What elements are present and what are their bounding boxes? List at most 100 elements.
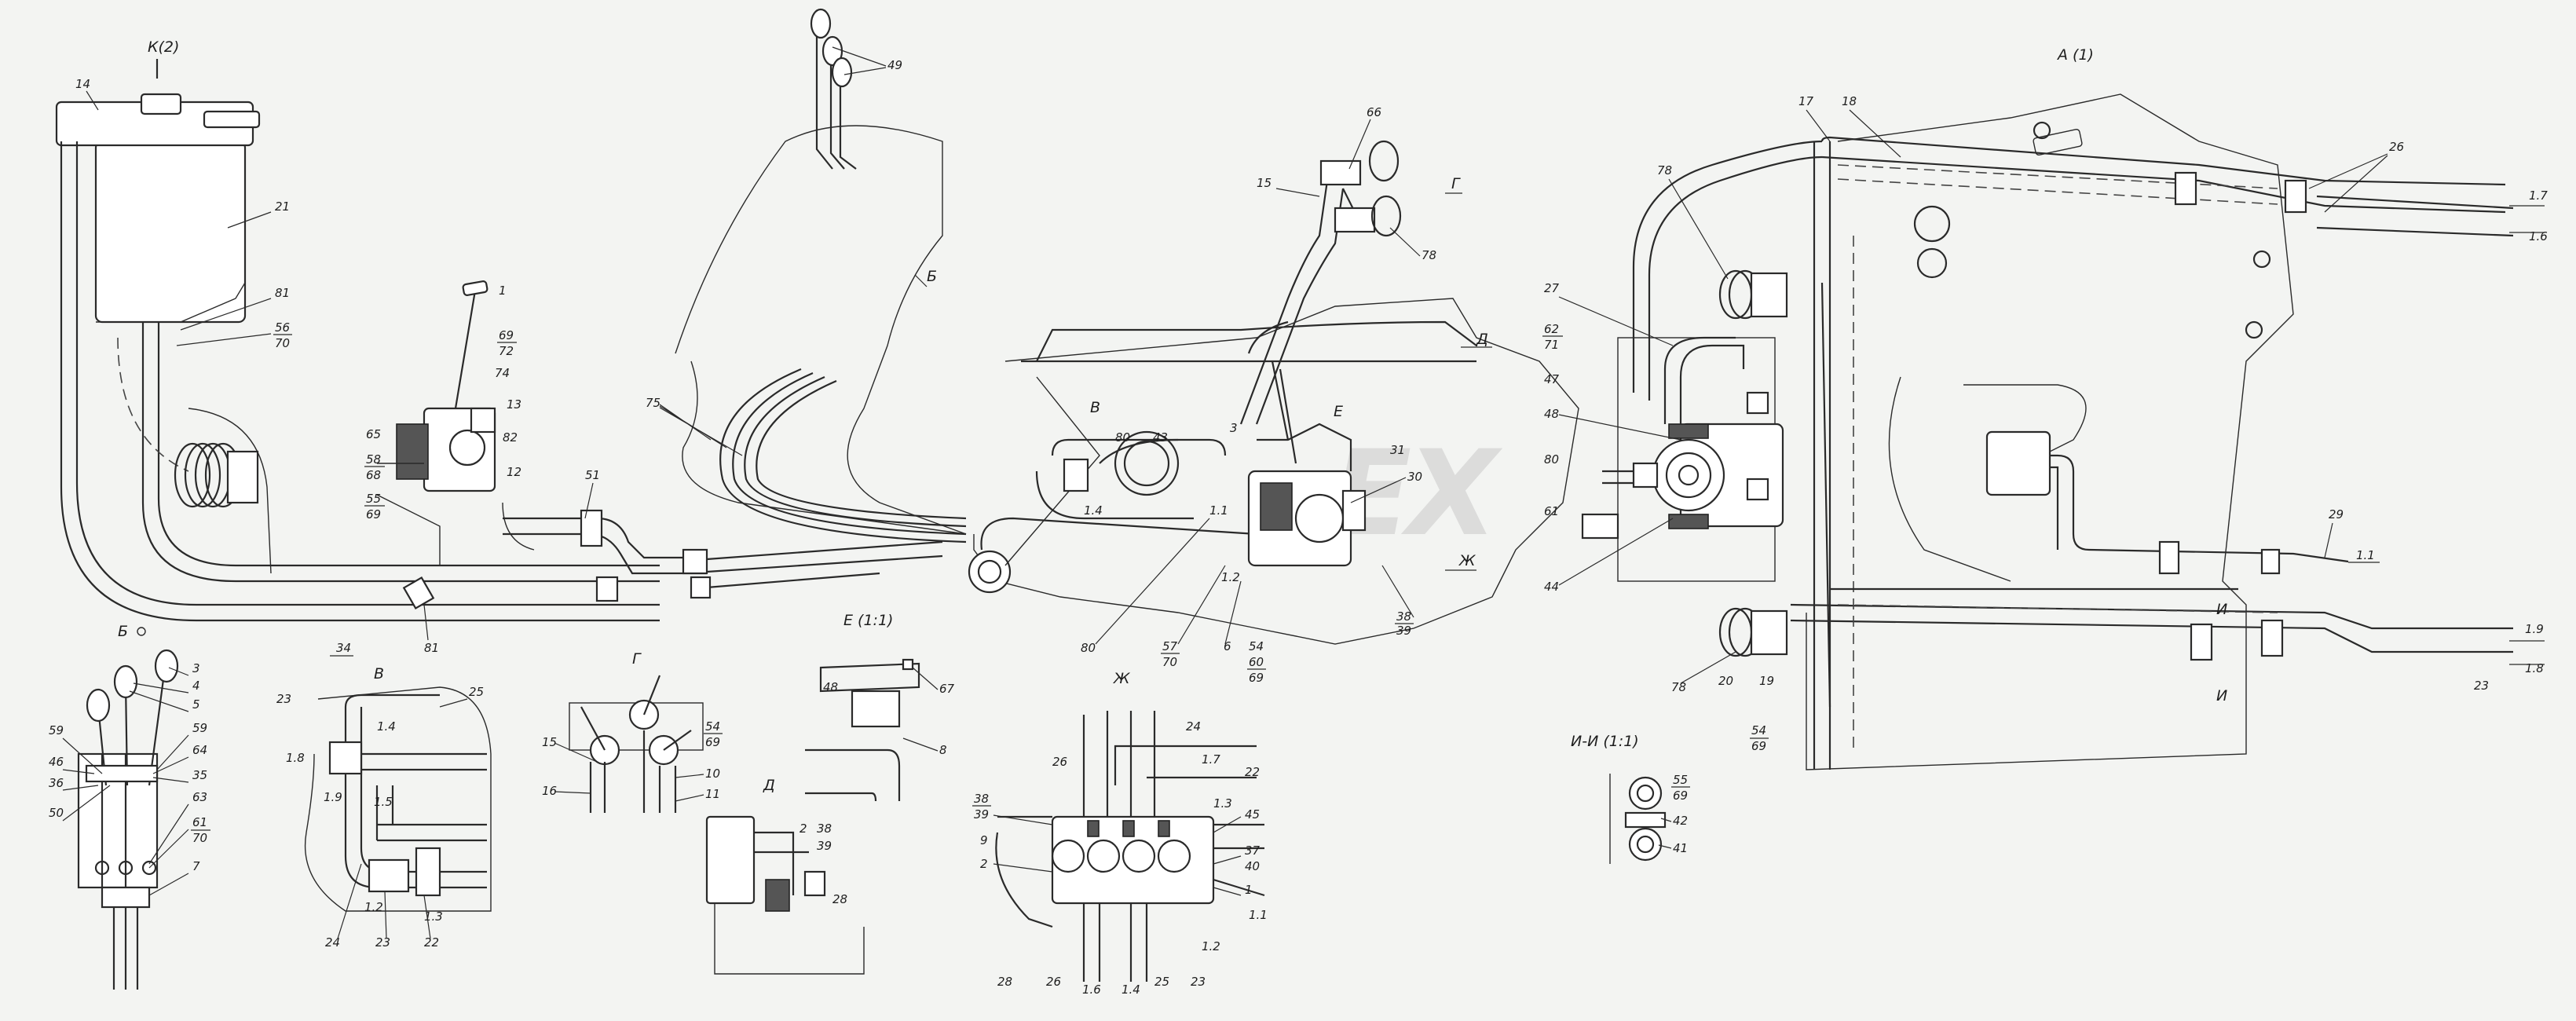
callout-26: 26 (2389, 140, 2404, 154)
callout-78b: 78 (1657, 163, 1672, 177)
callout-38b: 38 (817, 822, 832, 836)
callout-46: 46 (49, 755, 64, 769)
callout-34: 34 (336, 641, 351, 655)
callout-57: 57 (1162, 639, 1178, 653)
callout-48: 48 (1544, 407, 1559, 421)
callout-68: 68 (366, 468, 381, 482)
callout-3b: 3 (192, 661, 200, 675)
callout-11: 11 (705, 787, 720, 801)
callout-1-2c: 1.2 (1202, 939, 1220, 953)
detail-title-v: В (374, 665, 384, 682)
pivot-bore (968, 550, 1012, 594)
callout-80b: 80 (1081, 641, 1096, 655)
callout-47: 47 (1544, 372, 1560, 386)
callout-67: 67 (939, 682, 955, 696)
callout-25: 25 (469, 685, 484, 699)
callout-23b: 23 (276, 692, 291, 706)
callout-1-2: 1.2 (1221, 570, 1240, 584)
callout-2b: 2 (980, 857, 988, 871)
callout-70: 70 (275, 336, 290, 350)
detail-title-d: Д (763, 777, 775, 794)
filter-coils (174, 442, 259, 508)
callout-1-4b: 1.4 (377, 719, 396, 734)
center-distributor-area: 66 15 78 Г Д В Е Ж 80 43 3 1.4 31 30 1.1… (968, 105, 1579, 685)
view-arrow-d: Д (1476, 331, 1488, 348)
callout-80c: 80 (1544, 452, 1559, 467)
callout-21: 21 (275, 199, 290, 214)
callout-7: 7 (192, 859, 200, 873)
pump-assembly: 27 62 71 47 48 80 61 44 (1542, 281, 1784, 594)
callout-15b: 15 (542, 735, 557, 749)
detail-b-levers: Б 3 4 5 59 46 59 64 36 35 63 50 61 70 7 (49, 623, 210, 990)
callout-2: 2 (800, 822, 807, 836)
pump-mount (1581, 513, 1619, 540)
callout-23: 23 (2474, 679, 2489, 693)
callout-39b: 39 (817, 839, 832, 853)
pipe-clamp-51 (580, 509, 603, 547)
callout-27: 27 (1544, 281, 1560, 295)
callout-58: 58 (366, 452, 381, 467)
callout-61b: 61 (192, 815, 207, 829)
callout-72: 72 (499, 344, 514, 358)
callout-70b: 70 (1162, 655, 1177, 669)
callouts-k2: 14 21 81 56 70 1 69 72 74 13 65 58 68 82… (75, 77, 600, 657)
callout-54c: 54 (705, 719, 720, 734)
callout-50: 50 (49, 806, 64, 820)
callout-54b: 54 (1751, 723, 1766, 737)
callout-1-3: 1.3 (424, 909, 443, 924)
callout-4: 4 (192, 679, 200, 693)
callout-1-9: 1.9 (2525, 622, 2544, 636)
callout-23d: 23 (1191, 975, 1206, 989)
callout-1-3b: 1.3 (1213, 796, 1232, 811)
callout-26c: 26 (1046, 975, 1061, 989)
callout-81: 81 (275, 286, 290, 300)
callout-1-7b: 1.7 (1202, 752, 1220, 767)
callout-38: 38 (1396, 609, 1411, 624)
fitting-1-4 (1063, 458, 1089, 492)
callout-16: 16 (542, 784, 557, 798)
callout-22: 22 (424, 935, 439, 950)
callout-59b: 59 (192, 721, 207, 735)
callout-39c: 39 (974, 807, 989, 822)
detail-d: Д 2 38 39 28 (705, 777, 865, 975)
callout-39: 39 (1396, 624, 1411, 638)
callout-28: 28 (832, 892, 847, 906)
callout-1-1: 1.1 (1209, 503, 1228, 518)
callout-49: 49 (887, 58, 902, 72)
detail-title-g: Г (632, 650, 642, 668)
detail-zh-valve-bank: Ж 38 39 9 2 26 24 1.7 22 1.3 45 37 40 1 … (972, 670, 1268, 997)
view-arrow-v: В (1090, 399, 1100, 416)
callout-78c: 78 (1671, 680, 1686, 694)
callout-1-8b: 1.8 (286, 751, 305, 765)
view-a1-right-side: А (1) (1632, 46, 2548, 770)
callout-35: 35 (192, 768, 207, 782)
callout-3: 3 (1230, 421, 1238, 435)
callout-38c: 38 (974, 792, 989, 806)
view-arrow-g: Г (1451, 175, 1461, 192)
callout-55: 55 (366, 492, 381, 506)
callout-19: 19 (1759, 674, 1774, 688)
coupler-upper (1319, 159, 1362, 186)
callout-1-7: 1.7 (2529, 188, 2548, 203)
callout-41: 41 (1673, 841, 1688, 855)
callout-1-8: 1.8 (2525, 661, 2544, 675)
callout-51: 51 (585, 468, 600, 482)
callout-24b: 24 (1186, 719, 1201, 734)
section-mark-i-bottom: И (2216, 687, 2227, 704)
callout-22b: 22 (1245, 765, 1260, 779)
callout-29: 29 (2329, 507, 2344, 521)
detail-v: В 23 25 1.4 1.8 1.9 1.5 1.2 1.3 24 23 22 (276, 665, 492, 950)
callout-1-6c: 1.6 (1082, 983, 1101, 997)
callout-48e: 48 (823, 680, 838, 694)
callout-1b: 1 (1245, 883, 1253, 897)
view-title-a1: А (1) (2056, 46, 2094, 64)
callout-13: 13 (507, 397, 521, 412)
control-valve-13 (396, 280, 496, 492)
callout-70c: 70 (192, 831, 207, 845)
callout-44: 44 (1544, 580, 1559, 594)
callout-9: 9 (980, 833, 988, 847)
view-arrow-zh: Ж (1458, 552, 1476, 569)
callout-69: 69 (499, 328, 514, 342)
callout-60: 60 (1249, 655, 1264, 669)
